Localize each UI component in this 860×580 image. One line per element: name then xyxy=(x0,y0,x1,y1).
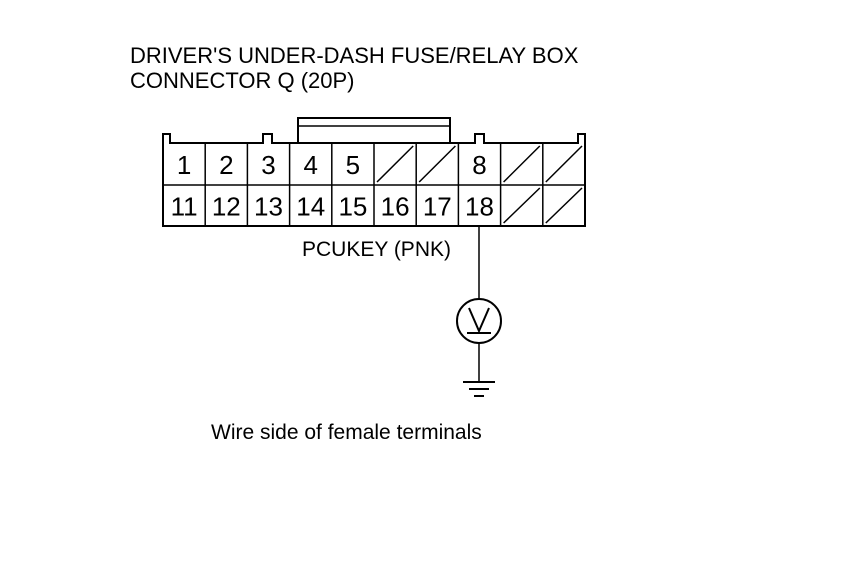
diagram-title-line2: CONNECTOR Q (20P) xyxy=(130,68,355,93)
diagram-caption: Wire side of female terminals xyxy=(211,421,482,444)
terminal-number: 8 xyxy=(472,150,486,180)
connector-latch xyxy=(297,117,451,143)
terminal-1: 1 xyxy=(177,150,191,180)
terminal-number: 15 xyxy=(338,192,367,222)
terminal-number: 18 xyxy=(465,192,494,222)
connector-outline xyxy=(162,133,586,227)
terminal-empty xyxy=(418,145,456,183)
terminal-number: 16 xyxy=(381,192,410,222)
terminal-3: 3 xyxy=(261,150,275,180)
terminal-12: 12 xyxy=(212,192,241,222)
terminal-number: 12 xyxy=(212,192,241,222)
voltmeter-icon xyxy=(456,298,502,344)
terminal-number: 5 xyxy=(346,150,360,180)
terminal-number: 4 xyxy=(303,150,317,180)
terminal-16: 16 xyxy=(381,192,410,222)
terminal-number: 14 xyxy=(296,192,325,222)
terminal-5: 5 xyxy=(346,150,360,180)
ground-icon xyxy=(463,381,495,397)
terminal-2: 2 xyxy=(219,150,233,180)
terminal-number: 11 xyxy=(171,192,198,222)
terminal-number: 1 xyxy=(177,150,191,180)
terminal-14: 14 xyxy=(296,192,325,222)
terminal-number: 2 xyxy=(219,150,233,180)
terminal-4: 4 xyxy=(303,150,317,180)
terminal-empty xyxy=(503,187,541,224)
wire-label: PCUKEY (PNK) xyxy=(302,238,451,261)
terminal-18: 18 xyxy=(465,192,494,222)
terminal-number: 17 xyxy=(423,192,452,222)
terminal-13: 13 xyxy=(254,192,283,222)
terminal-empty xyxy=(376,145,414,183)
terminal-15: 15 xyxy=(338,192,367,222)
terminal-number: 13 xyxy=(254,192,283,222)
terminal-17: 17 xyxy=(423,192,452,222)
terminal-empty xyxy=(545,145,583,183)
terminal-empty xyxy=(545,187,583,224)
terminal-number: 3 xyxy=(261,150,275,180)
terminal-11: 11 xyxy=(171,192,198,222)
terminal-empty xyxy=(503,145,541,183)
terminal-8: 8 xyxy=(472,150,486,180)
diagram-title-line1: DRIVER'S UNDER-DASH FUSE/RELAY BOX xyxy=(130,43,579,68)
